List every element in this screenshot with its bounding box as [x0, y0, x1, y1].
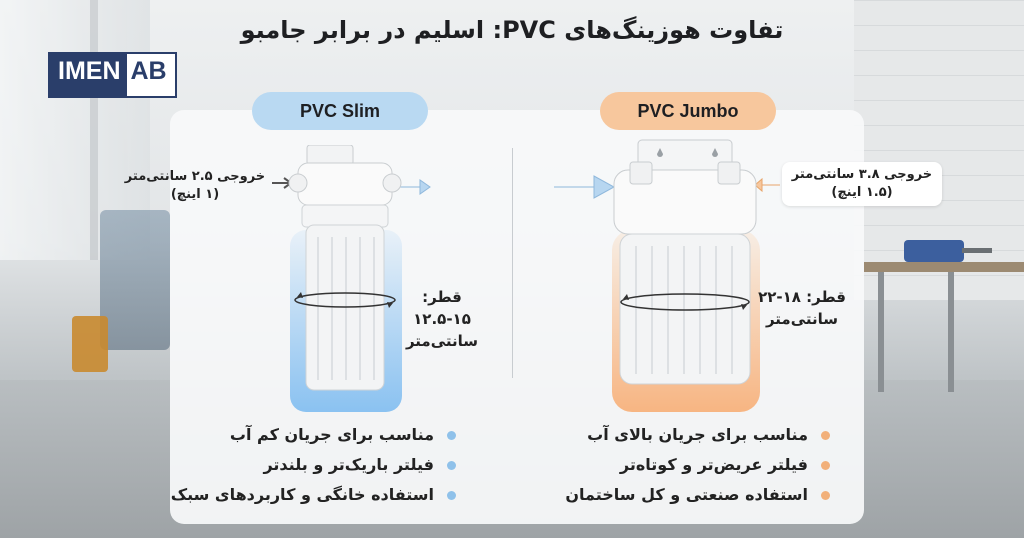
- bullet-icon: [447, 431, 456, 440]
- feature-text: مناسب برای جریان کم آب: [229, 425, 434, 444]
- list-item: مناسب برای جریان کم آب: [171, 420, 456, 450]
- feature-text: استفاده صنعتی و کل ساختمان: [565, 485, 808, 504]
- vise-icon: [904, 240, 992, 262]
- jumbo-diameter-label: قطر: ۱۸-۲۲ سانتی‌متر: [752, 286, 852, 330]
- logo-text-imen: IMEN: [50, 54, 127, 96]
- feature-text: فیلتر عریض‌تر و کوتاه‌تر: [619, 455, 808, 474]
- slim-outlet-inch: (۱ اینچ): [170, 187, 220, 202]
- slim-feature-list: مناسب برای جریان کم آب فیلتر باریک‌تر و …: [171, 420, 456, 510]
- jumbo-outlet-inch: (۱.۵ اینچ): [831, 185, 893, 200]
- logo-text-ab: AB: [126, 54, 175, 96]
- workbench-leg: [878, 272, 884, 392]
- slim-diameter-unit: سانتی‌متر: [405, 332, 479, 350]
- list-item: استفاده خانگی و کاربردهای سبک: [171, 480, 456, 510]
- bullet-icon: [821, 461, 830, 470]
- list-item: فیلتر عریض‌تر و کوتاه‌تر: [565, 450, 830, 480]
- jumbo-diameter-value: قطر: ۱۸-۲۲: [758, 288, 846, 306]
- jumbo-diameter-unit: سانتی‌متر: [765, 310, 839, 328]
- page-title: تفاوت هوزینگ‌های PVC: اسلیم در برابر جام…: [240, 16, 784, 44]
- jumbo-outlet-size: خروجی ۳.۸ سانتی‌متر: [791, 167, 933, 182]
- feature-text: فیلتر باریک‌تر و بلندتر: [263, 455, 434, 474]
- jumbo-housing-image: [613, 139, 757, 385]
- slim-diameter-label: قطر: ۱۵-۱۲.۵ سانتی‌متر: [392, 286, 492, 352]
- slim-outlet-label: خروجی ۲.۵ سانتی‌متر (۱ اینچ): [120, 168, 270, 204]
- jumbo-inflow-arrow-icon: [554, 175, 616, 199]
- list-item: مناسب برای جریان بالای آب: [565, 420, 830, 450]
- bullet-icon: [821, 491, 830, 500]
- background-oil-can: [72, 316, 108, 372]
- list-item: فیلتر باریک‌تر و بلندتر: [171, 450, 456, 480]
- slim-housing-image: [288, 145, 402, 391]
- slim-title-pill: PVC Slim: [252, 92, 428, 130]
- feature-text: مناسب برای جریان بالای آب: [587, 425, 808, 444]
- jumbo-feature-list: مناسب برای جریان بالای آب فیلتر عریض‌تر …: [565, 420, 830, 510]
- bullet-icon: [821, 431, 830, 440]
- jumbo-outlet-label: خروجی ۳.۸ سانتی‌متر (۱.۵ اینچ): [782, 162, 942, 206]
- list-item: استفاده صنعتی و کل ساختمان: [565, 480, 830, 510]
- jumbo-outlet-arrow-icon: [754, 177, 780, 193]
- bullet-icon: [447, 491, 456, 500]
- background-pump-machine: [100, 210, 170, 350]
- slim-flow-arrow-icon: [400, 179, 431, 195]
- bullet-icon: [447, 461, 456, 470]
- background-workbench: [864, 262, 1024, 272]
- imenab-logo: IMEN AB: [48, 52, 177, 98]
- slim-diameter-value: قطر: ۱۵-۱۲.۵: [413, 288, 471, 328]
- workbench-leg: [948, 272, 954, 392]
- panel-divider: [512, 148, 513, 378]
- feature-text: استفاده خانگی و کاربردهای سبک: [170, 485, 434, 504]
- jumbo-title-pill: PVC Jumbo: [600, 92, 776, 130]
- slim-outlet-size: خروجی ۲.۵ سانتی‌متر: [124, 169, 266, 184]
